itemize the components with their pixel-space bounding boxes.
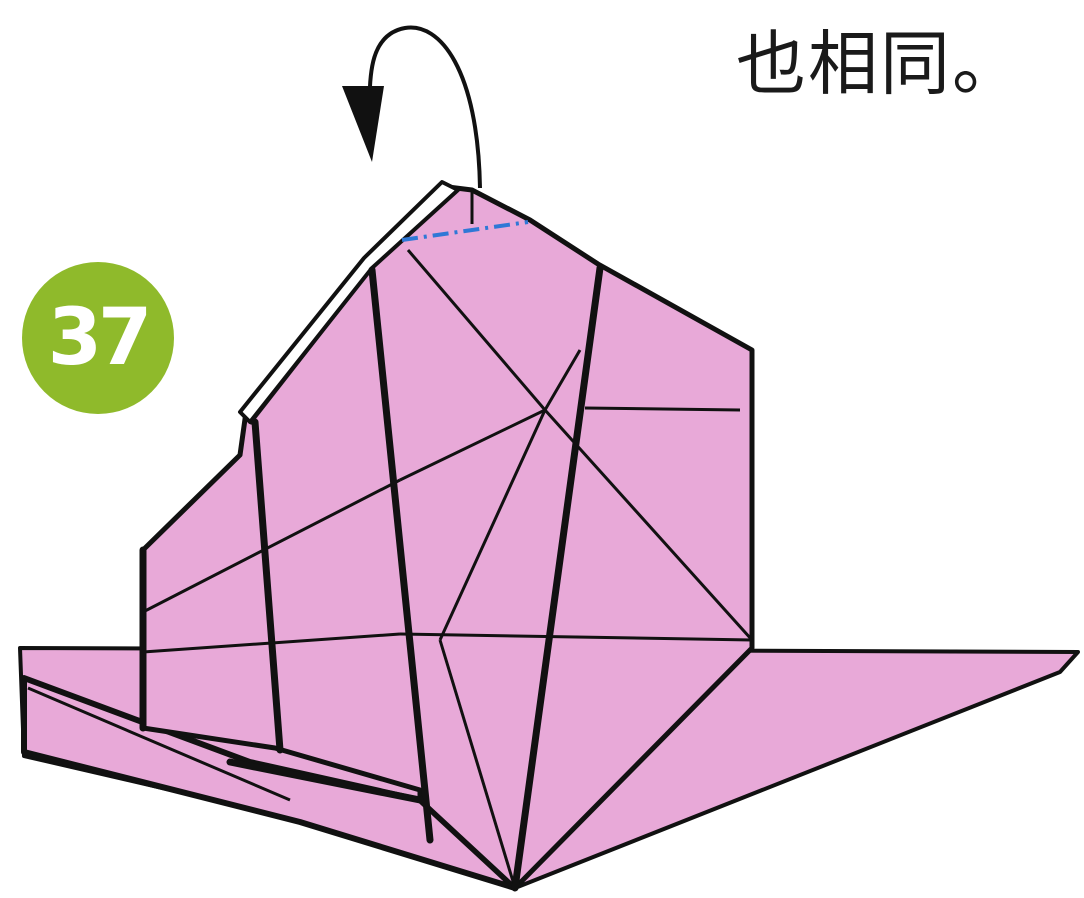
step-number-label: 37 bbox=[47, 293, 153, 383]
step-badge-circle bbox=[22, 262, 174, 414]
instruction-caption: 也相同。 bbox=[736, 23, 1024, 105]
arrow-head-icon bbox=[342, 86, 384, 162]
crease-lines bbox=[142, 249, 754, 889]
curved-fold-back-arrow-icon bbox=[367, 25, 482, 189]
left-flap-edge-inner bbox=[27, 686, 291, 802]
structural-folds bbox=[139, 264, 604, 892]
fold-guide-line bbox=[401, 220, 529, 242]
white-strip-inner-edge bbox=[248, 267, 374, 425]
